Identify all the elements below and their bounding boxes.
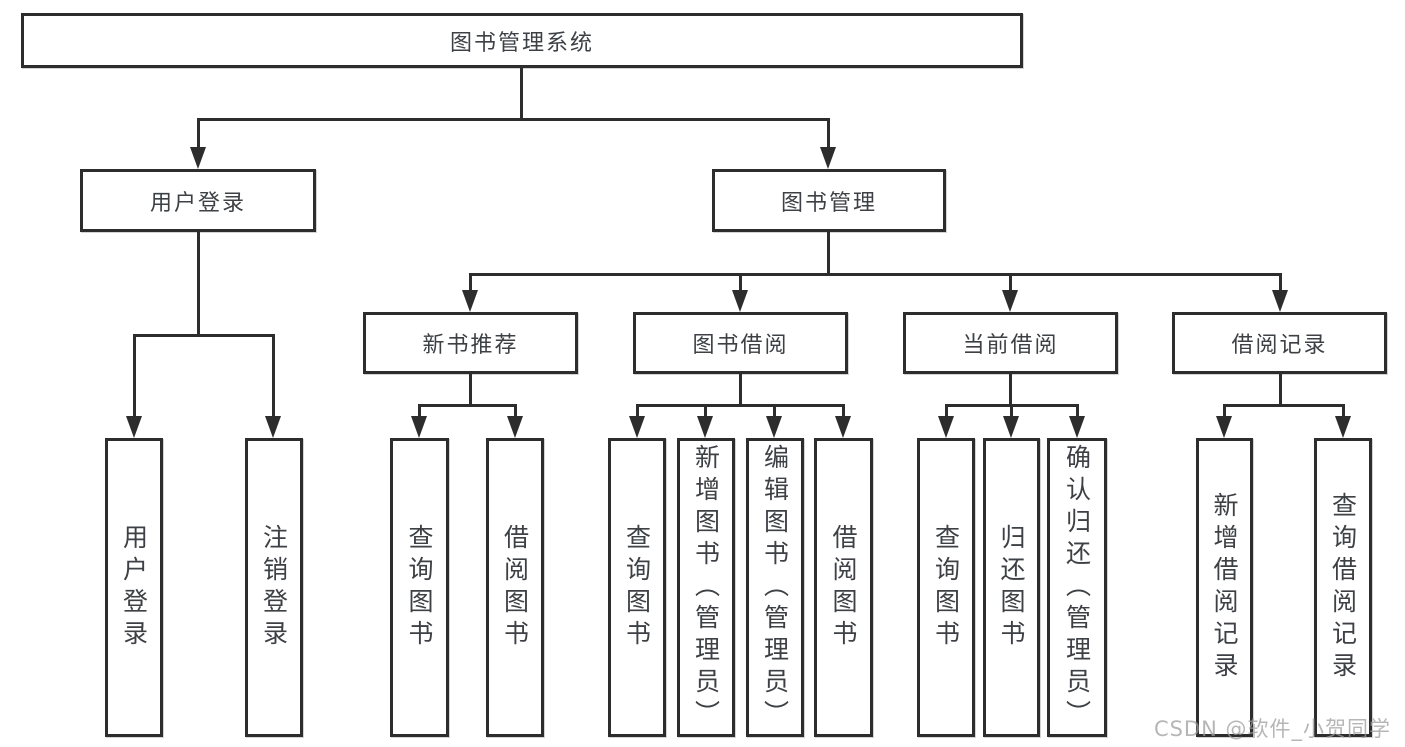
connector-stem bbox=[1076, 404, 1079, 416]
connector-root-vline bbox=[520, 68, 523, 121]
node-new-book-recommend: 新书推荐 bbox=[363, 312, 578, 374]
node-user-login: 用户登录 bbox=[80, 169, 316, 232]
connector-vline bbox=[1009, 374, 1012, 407]
connector-level3-hline bbox=[469, 273, 1282, 276]
arrow-down-icon bbox=[1002, 290, 1018, 312]
connector-stem bbox=[1010, 404, 1013, 416]
connector-vline bbox=[1279, 374, 1282, 407]
connector-vline bbox=[739, 374, 742, 407]
connector-stem bbox=[1279, 273, 1282, 293]
arrow-down-icon bbox=[126, 416, 142, 438]
node-root: 图书管理系统 bbox=[21, 13, 1023, 68]
leaf-confirm-return-admin: 确认归还（管理员） bbox=[1047, 438, 1107, 737]
leaf-add-books-admin-label: 新增图书（管理员） bbox=[691, 443, 721, 732]
connector-stem bbox=[739, 273, 742, 293]
leaf-logout-label: 注销登录 bbox=[259, 523, 289, 652]
arrow-down-icon bbox=[697, 416, 713, 438]
leaf-user-login-label: 用户登录 bbox=[119, 523, 149, 652]
connector-stem bbox=[272, 334, 275, 416]
node-borrowing-records-label: 借阅记录 bbox=[1231, 333, 1328, 358]
leaf-add-books-admin: 新增图书（管理员） bbox=[677, 438, 735, 737]
csdn-watermark: CSDN @软件_小贺同学 bbox=[1153, 717, 1391, 741]
node-book-borrowing: 图书借阅 bbox=[633, 312, 848, 374]
connector-bookmgmt-vline bbox=[827, 232, 830, 275]
node-book-borrowing-label: 图书借阅 bbox=[692, 333, 789, 358]
connector-stem bbox=[1009, 273, 1012, 293]
arrow-down-icon bbox=[732, 290, 748, 312]
connector-stem bbox=[704, 404, 707, 416]
arrow-down-icon bbox=[1272, 290, 1288, 312]
leaf-query-books-3-label: 查询图书 bbox=[931, 523, 961, 652]
connector-bookmgmt-stem bbox=[827, 118, 830, 149]
arrow-down-icon bbox=[629, 416, 645, 438]
leaf-borrow-books-2: 借阅图书 bbox=[814, 438, 873, 737]
connector-stem bbox=[469, 273, 472, 293]
connector-userlogin-vline bbox=[197, 232, 200, 337]
leaf-add-borrow-record-label: 新增借阅记录 bbox=[1210, 491, 1239, 684]
leaf-query-borrow-record-label: 查询借阅记录 bbox=[1328, 491, 1358, 684]
connector-hline bbox=[418, 404, 517, 407]
node-current-borrowing: 当前借阅 bbox=[903, 312, 1118, 374]
arrow-down-icon bbox=[507, 416, 523, 438]
arrow-down-icon bbox=[820, 147, 836, 169]
connector-stem bbox=[1342, 404, 1345, 416]
leaf-borrow-books-1-label: 借阅图书 bbox=[500, 523, 530, 652]
connector-stem bbox=[636, 404, 639, 416]
node-book-management-label: 图书管理 bbox=[780, 190, 877, 216]
arrow-down-icon bbox=[938, 416, 954, 438]
leaf-user-login: 用户登录 bbox=[105, 438, 163, 737]
connector-stem bbox=[133, 334, 136, 416]
arrow-down-icon bbox=[190, 147, 206, 169]
connector-level2-hline bbox=[197, 118, 830, 121]
connector-userlogin-hline bbox=[133, 334, 275, 337]
leaf-borrow-books-1: 借阅图书 bbox=[486, 438, 544, 737]
arrow-down-icon bbox=[462, 290, 478, 312]
connector-userlogin-stem bbox=[197, 118, 200, 149]
connector-vline bbox=[469, 374, 472, 407]
node-book-management: 图书管理 bbox=[712, 169, 946, 232]
connector-stem bbox=[945, 404, 948, 416]
node-current-borrowing-label: 当前借阅 bbox=[962, 333, 1059, 358]
leaf-logout: 注销登录 bbox=[245, 438, 303, 737]
arrow-down-icon bbox=[1216, 416, 1232, 438]
connector-stem bbox=[514, 404, 517, 416]
leaf-query-books-2-label: 查询图书 bbox=[622, 523, 652, 652]
connector-stem bbox=[1223, 404, 1226, 416]
node-new-book-recommend-label: 新书推荐 bbox=[422, 333, 519, 358]
leaf-query-books-3: 查询图书 bbox=[917, 438, 975, 737]
connector-stem bbox=[418, 404, 421, 416]
leaf-edit-books-admin-label: 编辑图书（管理员） bbox=[760, 443, 790, 732]
leaf-query-borrow-record: 查询借阅记录 bbox=[1314, 438, 1372, 737]
leaf-query-books-2: 查询图书 bbox=[608, 438, 666, 737]
connector-hline bbox=[636, 404, 845, 407]
leaf-add-borrow-record: 新增借阅记录 bbox=[1196, 438, 1253, 737]
leaf-edit-books-admin: 编辑图书（管理员） bbox=[746, 438, 804, 737]
node-user-login-label: 用户登录 bbox=[149, 190, 246, 216]
arrow-down-icon bbox=[1069, 416, 1085, 438]
arrow-down-icon bbox=[766, 416, 782, 438]
leaf-return-books-label: 归还图书 bbox=[997, 523, 1026, 652]
arrow-down-icon bbox=[411, 416, 427, 438]
connector-stem bbox=[842, 404, 845, 416]
arrow-down-icon bbox=[835, 416, 851, 438]
node-root-label: 图书管理系统 bbox=[449, 30, 594, 56]
arrow-down-icon bbox=[1335, 416, 1351, 438]
leaf-borrow-books-2-label: 借阅图书 bbox=[829, 523, 858, 652]
leaf-confirm-return-admin-label: 确认归还（管理员） bbox=[1062, 443, 1092, 732]
connector-hline bbox=[1223, 404, 1345, 407]
arrow-down-icon bbox=[265, 416, 281, 438]
leaf-query-books-1-label: 查询图书 bbox=[405, 523, 434, 652]
node-borrowing-records: 借阅记录 bbox=[1172, 312, 1387, 374]
connector-stem bbox=[773, 404, 776, 416]
leaf-return-books: 归还图书 bbox=[983, 438, 1040, 737]
arrow-down-icon bbox=[1003, 416, 1019, 438]
leaf-query-books-1: 查询图书 bbox=[390, 438, 449, 737]
